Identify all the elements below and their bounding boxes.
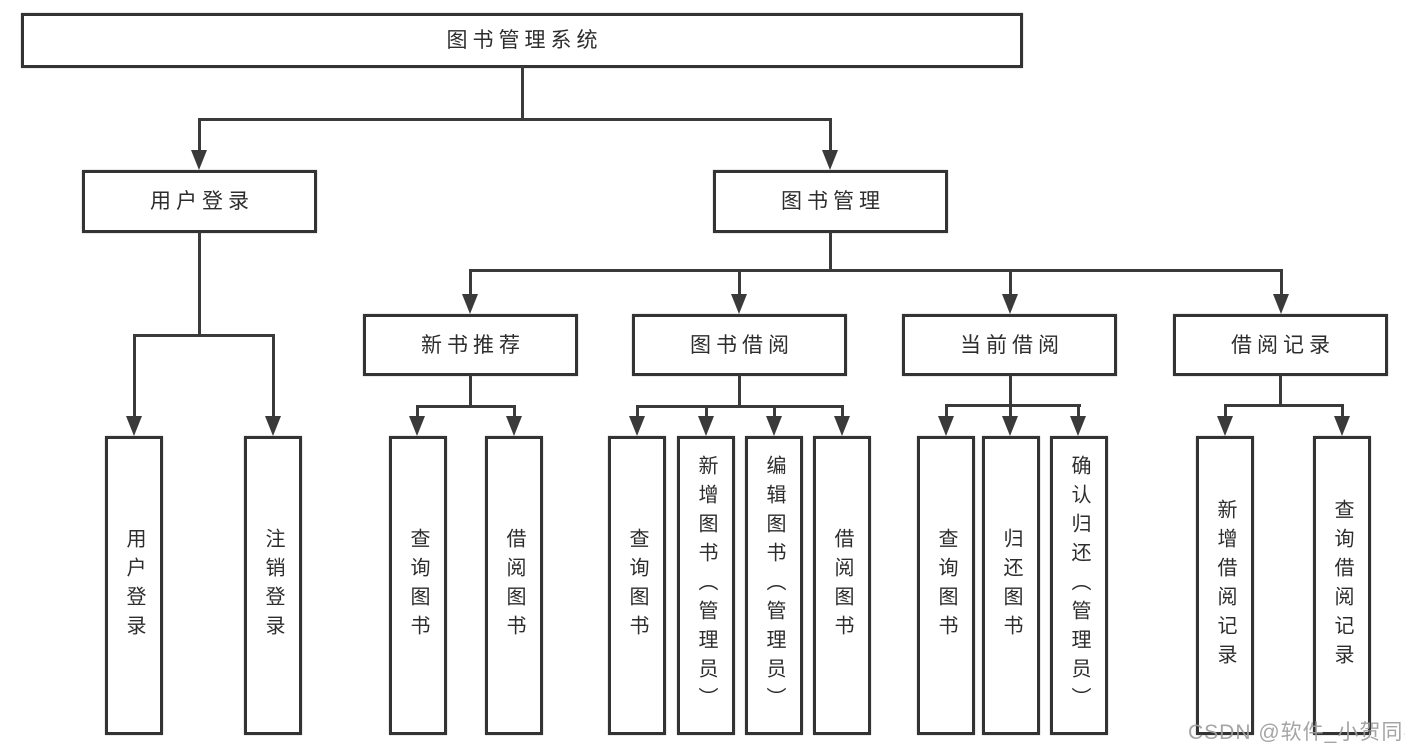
leaf-label: 借阅图书 [831, 527, 853, 644]
leaf-label: 查询图书 [626, 527, 648, 644]
node-root-label: 图书管理系统 [446, 29, 603, 52]
node-current-borrowing-label: 当前借阅 [960, 333, 1064, 357]
leaf-query-books-recommend: 查询图书 [389, 436, 447, 735]
connector-book-borrowing-crossbar [636, 405, 844, 408]
leaf-label: 新增借阅记录 [1214, 498, 1236, 673]
connector-stem-new-book [469, 269, 472, 296]
connector-stem-current-borrowing [1009, 269, 1012, 296]
arrow-down-icon [1217, 416, 1233, 436]
csdn-watermark: CSDN @软件_小贺同学 [1188, 721, 1405, 744]
connector-borrowing-records-crossbar [1224, 404, 1344, 407]
connector-stem-borrowing-records [1280, 269, 1283, 296]
connector-book-management-crossbar [469, 269, 1283, 272]
leaf-add-books-admin: 新增图书（管理员） [677, 436, 735, 735]
connector-borrowing-records-trunk [1279, 375, 1282, 407]
node-current-borrowing: 当前借阅 [902, 314, 1117, 376]
arrow-down-icon [1334, 416, 1350, 436]
connector-stem-leaf [133, 334, 136, 418]
node-book-borrowing-label: 图书借阅 [690, 333, 794, 357]
connector-stem-leaf [636, 405, 639, 418]
connector-stem-leaf [841, 405, 844, 418]
arrow-down-icon [1070, 416, 1086, 436]
node-user-login: 用户登录 [82, 170, 317, 233]
arrow-down-icon [629, 416, 645, 436]
connector-stem-leaf [513, 405, 516, 418]
node-root: 图书管理系统 [21, 13, 1023, 68]
node-book-management-label: 图书管理 [781, 190, 885, 213]
leaf-edit-books-admin: 编辑图书（管理员） [745, 436, 803, 735]
leaf-logout: 注销登录 [244, 436, 302, 735]
connector-stem-leaf [416, 405, 419, 418]
connector-stem-leaf [272, 334, 275, 418]
arrow-down-icon [265, 416, 281, 436]
leaf-confirm-return-admin: 确认归还（管理员） [1050, 436, 1108, 735]
leaf-label: 查询借阅记录 [1331, 498, 1353, 673]
leaf-query-borrow-record: 查询借阅记录 [1313, 436, 1371, 735]
node-borrowing-records: 借阅记录 [1173, 314, 1388, 376]
connector-current-borrowing-crossbar [945, 404, 1081, 407]
leaf-label: 查询图书 [407, 527, 429, 644]
connector-root-trunk [521, 66, 524, 120]
leaf-label: 查询图书 [935, 527, 957, 644]
connector-stem-user-login [198, 118, 201, 152]
leaf-add-borrow-record: 新增借阅记录 [1196, 436, 1254, 735]
leaf-return-books: 归还图书 [982, 436, 1040, 735]
node-book-borrowing: 图书借阅 [632, 314, 847, 376]
arrow-down-icon [126, 416, 142, 436]
arrow-down-icon [731, 294, 747, 314]
leaf-query-books-current: 查询图书 [917, 436, 975, 735]
leaf-borrow-books-borrowing: 借阅图书 [813, 436, 871, 735]
leaf-user-login: 用户登录 [105, 436, 163, 735]
connector-stem-book-borrowing [738, 269, 741, 296]
connector-current-borrowing-trunk [1009, 375, 1012, 407]
arrow-down-icon [1002, 416, 1018, 436]
connector-stem-leaf [1341, 404, 1344, 418]
leaf-query-books-borrowing: 查询图书 [608, 436, 666, 735]
connector-stem-book-management [829, 118, 832, 152]
arrow-down-icon [822, 150, 838, 170]
arrow-down-icon [766, 416, 782, 436]
connector-new-book-crossbar [416, 405, 516, 408]
arrow-down-icon [409, 416, 425, 436]
leaf-label: 确认归还（管理员） [1068, 455, 1090, 716]
connector-user-login-trunk [198, 232, 201, 336]
connector-stem-leaf [1009, 404, 1012, 418]
leaf-borrow-books-recommend: 借阅图书 [485, 436, 543, 735]
arrow-down-icon [834, 416, 850, 436]
node-user-login-label: 用户登录 [150, 190, 254, 213]
arrow-down-icon [1273, 294, 1289, 314]
arrow-down-icon [462, 294, 478, 314]
node-book-management: 图书管理 [713, 170, 948, 233]
node-new-book-recommend: 新书推荐 [363, 314, 578, 376]
connector-stem-leaf [773, 405, 776, 418]
connector-stem-leaf [1077, 404, 1080, 418]
connector-stem-leaf [705, 405, 708, 418]
arrow-down-icon [191, 150, 207, 170]
connector-new-book-trunk [469, 375, 472, 408]
node-borrowing-records-label: 借阅记录 [1231, 333, 1335, 357]
leaf-label: 借阅图书 [503, 527, 525, 644]
leaf-label: 新增图书（管理员） [695, 455, 717, 716]
connector-book-management-trunk [829, 232, 832, 272]
leaf-label: 注销登录 [262, 527, 284, 644]
connector-stem-leaf [945, 404, 948, 418]
leaf-label: 归还图书 [1000, 527, 1022, 644]
leaf-label: 编辑图书（管理员） [763, 455, 785, 716]
arrow-down-icon [506, 416, 522, 436]
arrow-down-icon [938, 416, 954, 436]
node-new-book-recommend-label: 新书推荐 [421, 333, 525, 357]
connector-stem-leaf [1224, 404, 1227, 418]
connector-user-login-crossbar [133, 334, 275, 337]
connector-root-crossbar [198, 118, 832, 121]
arrow-down-icon [1002, 294, 1018, 314]
leaf-label: 用户登录 [123, 527, 145, 644]
connector-book-borrowing-trunk [738, 375, 741, 408]
arrow-down-icon [698, 416, 714, 436]
